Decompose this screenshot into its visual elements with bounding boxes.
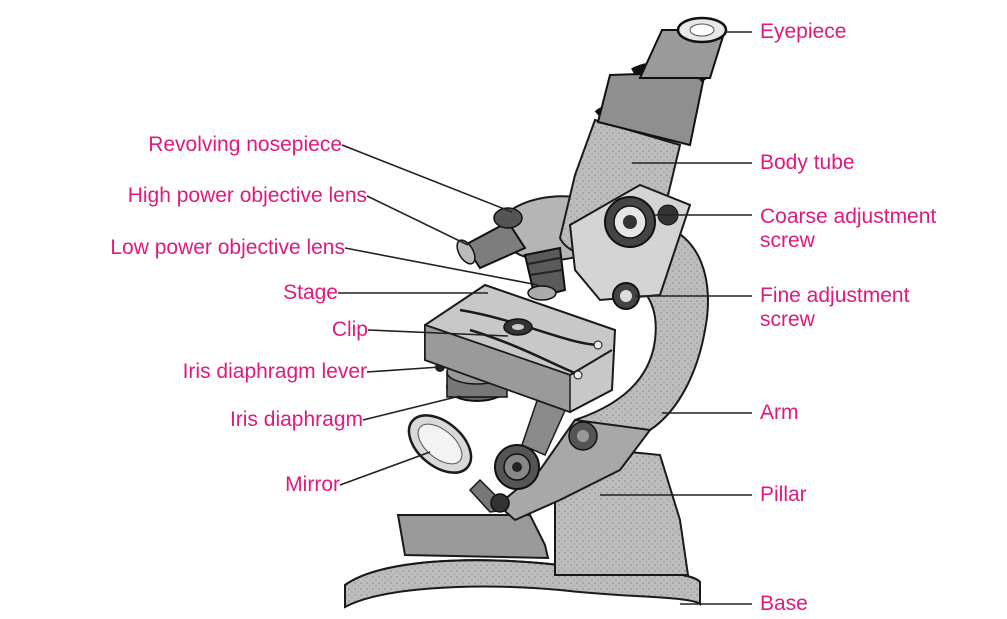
label-pillar: Pillar [760, 483, 807, 507]
label-mirror: Mirror [285, 473, 340, 497]
label-base: Base [760, 592, 808, 616]
label-iris-diaphragm: Iris diaphragm [230, 408, 363, 432]
label-low-power-objective-lens: Low power objective lens [110, 236, 345, 260]
label-coarse-adjustment-screw: Coarse adjustment screw [760, 205, 936, 253]
leader-mirror [340, 452, 430, 485]
eyepiece-shape [640, 18, 726, 78]
label-eyepiece: Eyepiece [760, 20, 846, 44]
label-iris-diaphragm-lever: Iris diaphragm lever [183, 360, 367, 384]
leader-iris-diaphragm [363, 396, 460, 420]
leader-high-power-objective [367, 196, 468, 245]
label-high-power-objective-lens: High power objective lens [128, 184, 367, 208]
label-body-tube: Body tube [760, 151, 855, 175]
label-stage: Stage [283, 281, 338, 305]
label-fine-adjustment-screw: Fine adjustment screw [760, 284, 909, 332]
label-revolving-nosepiece: Revolving nosepiece [148, 133, 342, 157]
leader-revolving-nosepiece [342, 145, 512, 212]
leader-iris-diaphragm-lever [367, 367, 440, 372]
label-clip: Clip [332, 318, 368, 342]
high-power-objective-shape [453, 208, 525, 268]
low-power-objective-shape [525, 248, 565, 300]
label-arm: Arm [760, 401, 799, 425]
